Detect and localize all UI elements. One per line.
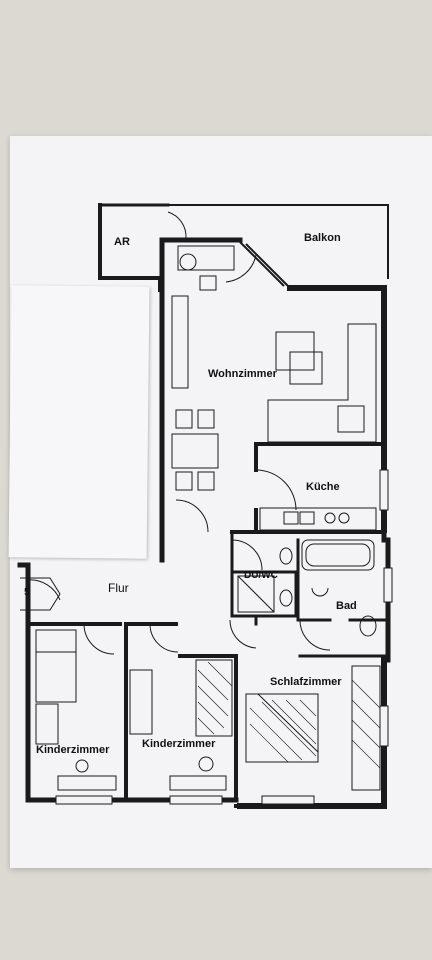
room-label-wohnzimmer: Wohnzimmer (208, 368, 277, 380)
room-label-kinderzimmer-2: Kinderzimmer (142, 738, 216, 750)
room-label-flur: Flur (108, 581, 129, 595)
room-label-balkon: Balkon (304, 232, 341, 244)
room-label-schlafzimmer: Schlafzimmer (270, 676, 342, 688)
entrance-marker: 5 (24, 587, 30, 598)
room-label-bad: Bad (336, 600, 357, 612)
sticky-note (8, 285, 150, 559)
room-label-ar: AR (114, 236, 130, 248)
room-label-kinderzimmer-1: Kinderzimmer (36, 744, 110, 756)
room-label-duwc: DU/WC (244, 570, 278, 581)
room-label-kueche: Küche (306, 481, 340, 493)
